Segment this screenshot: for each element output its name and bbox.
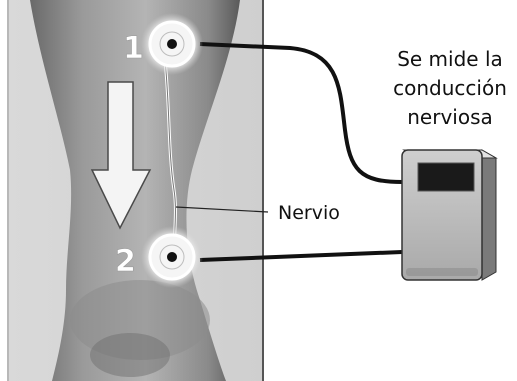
- electrode-2-contact: [167, 252, 177, 262]
- caption-line-3: nerviosa: [407, 105, 493, 129]
- electrode-1-number: 1: [123, 31, 144, 66]
- nerve-label: Nervio: [278, 202, 340, 224]
- measurement-caption: Se mide la conducción nerviosa: [393, 47, 507, 129]
- electrode-1-contact: [167, 39, 177, 49]
- measuring-device: [402, 150, 496, 280]
- device-display: [418, 163, 474, 191]
- caption-line-2: conducción: [393, 76, 507, 100]
- electrode-2-number: 2: [115, 244, 136, 279]
- caption-line-1: Se mide la: [397, 47, 503, 71]
